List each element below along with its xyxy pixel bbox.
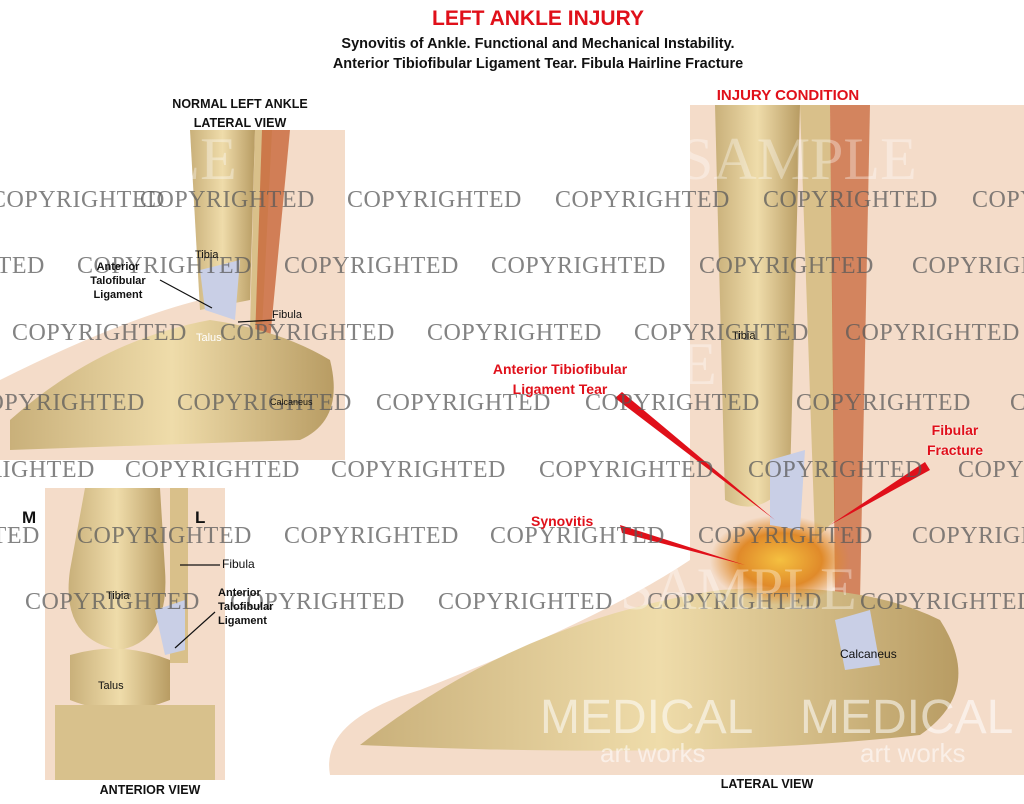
label-synovitis: Synovitis	[531, 513, 594, 529]
injury-heading: INJURY CONDITION	[716, 87, 860, 104]
label-fibula: Fibula	[272, 309, 302, 321]
label-talus: Talus	[196, 332, 222, 344]
injury-pointers	[615, 392, 930, 565]
medial-marker: M	[22, 508, 37, 527]
anterior-view-caption: ANTERIOR VIEW	[99, 783, 201, 797]
label-calcaneus: Calcaneus	[840, 647, 897, 661]
label-tibia: Tibia	[106, 590, 130, 602]
label-tibia: Tibia	[732, 330, 756, 342]
normal-view-heading: NORMAL LEFT ANKLE	[172, 97, 308, 111]
label-tibia: Tibia	[195, 249, 219, 261]
normal-view-subheading: LATERAL VIEW	[193, 116, 287, 130]
lateral-marker: L	[195, 508, 206, 527]
injury-lateral-view	[329, 105, 1024, 775]
normal-lateral-view	[0, 130, 345, 460]
page-title: LEFT ANKLE INJURY	[432, 7, 644, 30]
pointer-lines	[159, 279, 276, 649]
label-calcaneus: Calcaneus	[270, 397, 313, 407]
subtitle-line-2: Anterior Tibiofibular Ligament Tear. Fib…	[332, 56, 744, 72]
anterior-view	[45, 488, 225, 780]
label-talus: Talus	[98, 680, 124, 692]
subtitle-line-1: Synovitis of Ankle. Functional and Mecha…	[341, 36, 735, 52]
label-fibula: Fibula	[222, 557, 255, 571]
injury-view-caption: LATERAL VIEW	[720, 777, 814, 791]
